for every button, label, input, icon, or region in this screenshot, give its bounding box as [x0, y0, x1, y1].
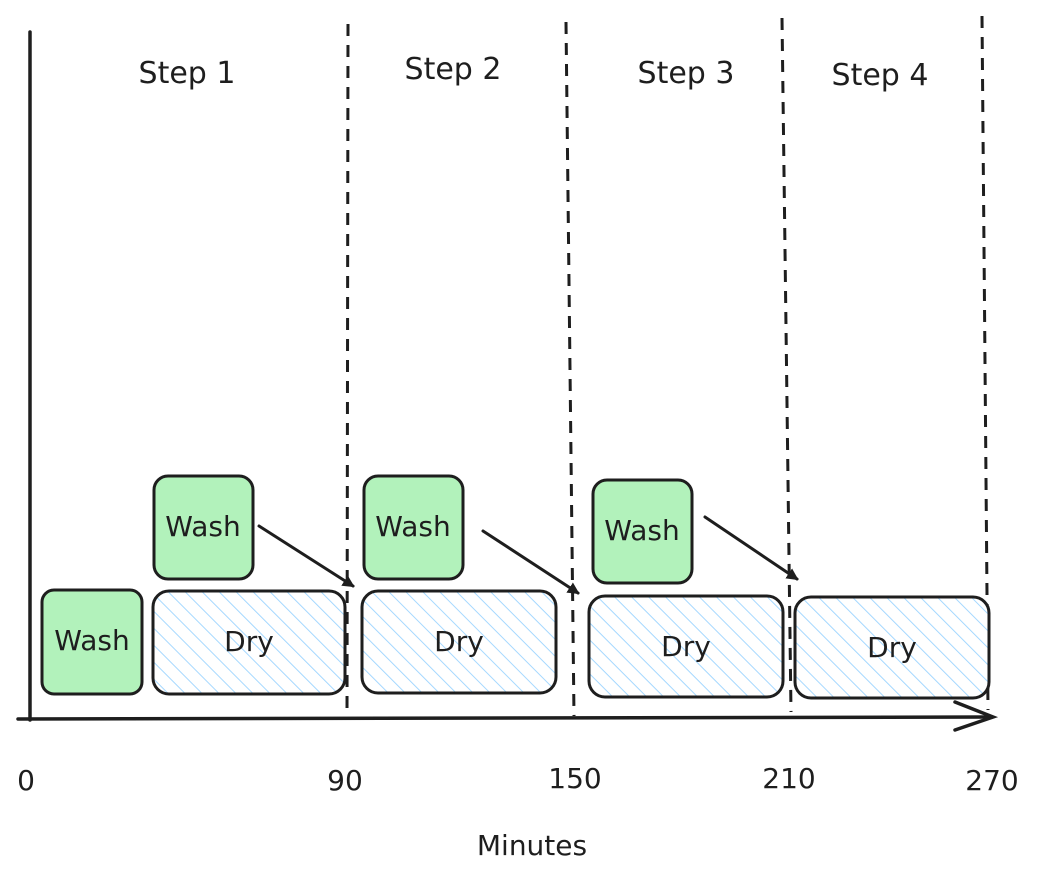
tick-label-150: 150: [548, 762, 601, 795]
dry-box-2: [360, 589, 558, 695]
handoff-arrow-1: [257, 524, 355, 588]
x-axis-line: [16, 715, 994, 721]
step-divider-3: [780, 17, 793, 713]
dry-box-1: [151, 589, 347, 696]
tick-label-270: 270: [965, 764, 1018, 797]
handoff-arrow-3: [703, 515, 799, 581]
step-divider-2: [564, 21, 576, 717]
handoff-arrow-2: [481, 529, 580, 595]
step-label-4: Step 4: [832, 58, 929, 93]
dry-box-4: [793, 595, 991, 700]
wash-box-2: [152, 474, 255, 581]
wash-label-3: Wash: [375, 510, 450, 543]
wash-box-4: [591, 478, 694, 585]
step-divider-4: [980, 15, 990, 711]
x-axis-title: Minutes: [477, 829, 587, 862]
wash-box-1: [40, 588, 144, 696]
dry-label-2: Dry: [434, 625, 484, 658]
wash-label-4: Wash: [604, 514, 679, 547]
dry-label-1: Dry: [224, 625, 274, 658]
dry-box-3: [587, 594, 785, 699]
wash-label-2: Wash: [165, 510, 240, 543]
step-label-2: Step 2: [405, 52, 502, 87]
step-divider-1: [345, 23, 350, 721]
wash-box-3: [362, 474, 465, 581]
wash-label-1: Wash: [54, 624, 129, 657]
tick-label-210: 210: [762, 762, 815, 795]
dry-label-3: Dry: [661, 630, 711, 663]
step-label-3: Step 3: [638, 56, 735, 91]
tick-label-90: 90: [327, 764, 363, 797]
step-label-1: Step 1: [139, 56, 236, 91]
tick-label-0: 0: [17, 764, 35, 797]
x-axis-arrowhead: [953, 700, 999, 732]
dry-label-4: Dry: [867, 631, 917, 664]
